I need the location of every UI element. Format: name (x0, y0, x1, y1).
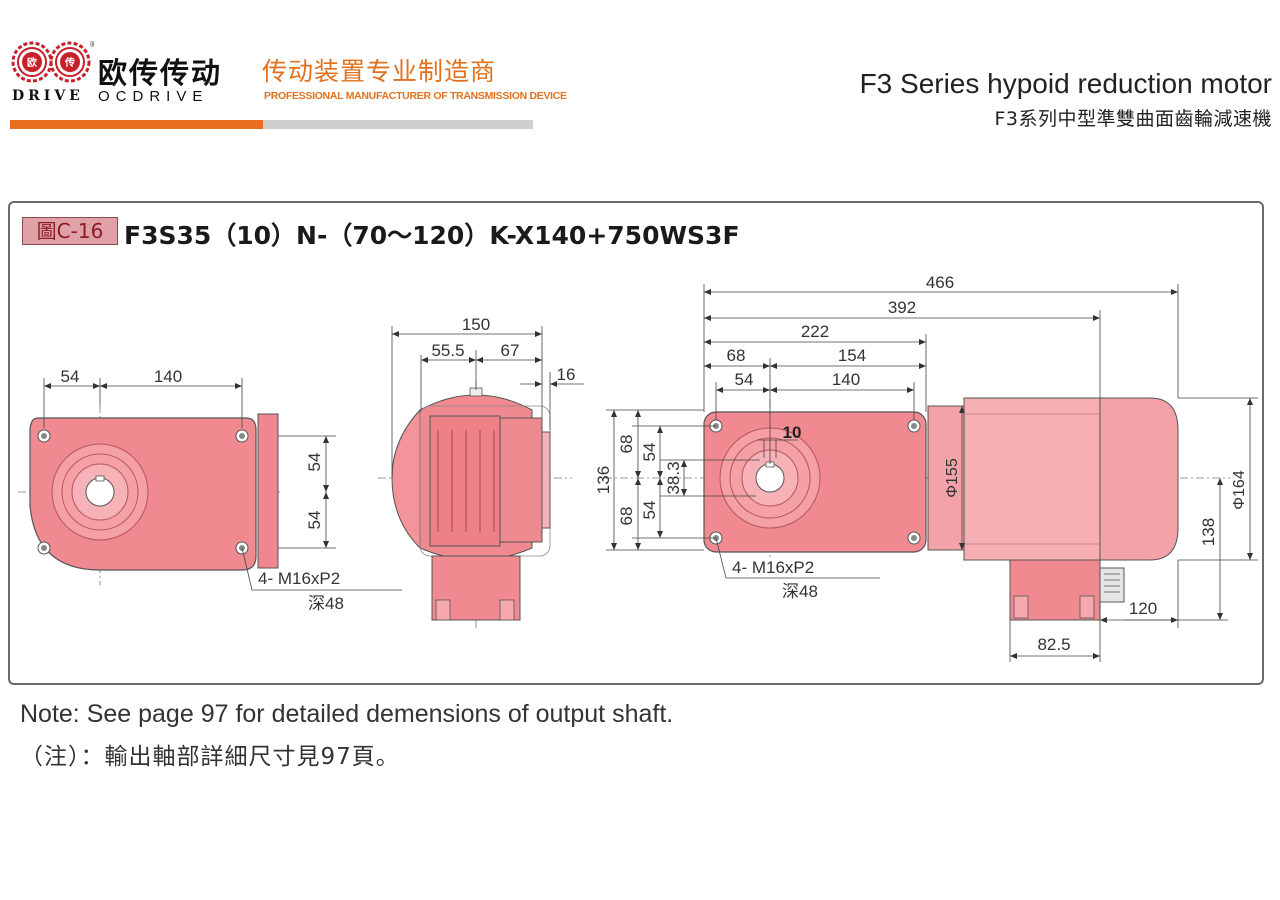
dim-label: 54 (640, 443, 659, 462)
dim-label: 136 (594, 466, 613, 494)
brand-name: 欧传传动 (98, 56, 223, 90)
logo-char-right: 传 (64, 56, 75, 69)
logo-char-left: 欧 (27, 56, 37, 69)
dim-label: 140 (154, 367, 182, 386)
model-code: F3S35（10）N-（70～120）K-X140+750WS3F (124, 221, 740, 250)
dim-label: 154 (838, 346, 866, 365)
drawing-frame (8, 201, 1264, 685)
dim-label: 120 (1129, 599, 1157, 618)
dim-label: 82.5 (1037, 635, 1070, 654)
hole-depth-note: 深48 (782, 582, 818, 601)
dim-label: 38.3 (664, 461, 683, 494)
dim-label: 68 (617, 435, 636, 454)
dim-label: 67 (501, 341, 520, 360)
dim-label: Φ155 (944, 458, 961, 498)
slogan-en: PROFESSIONAL MANUFACTURER OF TRANSMISSIO… (264, 90, 567, 102)
dim-label: 138 (1199, 518, 1218, 546)
mounting-hole (907, 531, 921, 545)
mounting-hole (37, 541, 51, 555)
dim-label: 392 (888, 298, 916, 317)
header-accent-bar (10, 120, 263, 129)
top-view: 466 392 222 68 154 54 140 10 136 68 54 3… (594, 273, 1258, 662)
dim-label: 16 (557, 365, 576, 384)
hole-note: 4- M16xP2 (732, 558, 814, 577)
dim-label: 54 (640, 501, 659, 520)
hole-note: 4- M16xP2 (258, 569, 340, 588)
dim-label: 150 (462, 315, 490, 334)
series-title-en: F3 Series hypoid reduction motor (859, 68, 1272, 99)
header-grey-bar (263, 120, 533, 129)
dim-label: 68 (617, 507, 636, 526)
brand-latin-left: DRIVE (12, 88, 84, 104)
gear-icon: 欧 (11, 41, 53, 83)
dim-label: 54 (305, 453, 324, 472)
registered-mark: ® (90, 40, 94, 49)
dim-label: 140 (832, 370, 860, 389)
series-title-cn: F3系列中型準雙曲面齒輪減速機 (994, 108, 1272, 130)
dim-label: 222 (801, 322, 829, 341)
dim-label: 54 (305, 511, 324, 530)
dim-label: 54 (61, 367, 80, 386)
mounting-hole (37, 429, 51, 443)
note-en: Note: See page 97 for detailed demension… (20, 700, 674, 728)
dim-label: 68 (727, 346, 746, 365)
dim-label: 54 (735, 370, 754, 389)
dim-label: 10 (783, 423, 802, 442)
figure-tag: 圖C-16 (22, 217, 118, 245)
dim-label: Φ164 (1231, 470, 1248, 510)
front-view: 54 140 54 54 4- M16xP2 深48 (18, 367, 402, 613)
brand-latin-right: OCDRIVE (98, 88, 209, 105)
note-cn: （注）：輸出軸部詳細尺寸見97頁。 (20, 744, 400, 770)
gear-icon: 传 (49, 41, 91, 83)
side-view: 150 55.5 67 16 (378, 315, 584, 630)
mounting-hole (235, 429, 249, 443)
dim-label: 466 (926, 273, 954, 292)
mounting-hole (907, 419, 921, 433)
hole-depth-note: 深48 (308, 594, 344, 613)
dim-label: 55.5 (431, 341, 464, 360)
slogan-cn: 传动装置专业制造商 (262, 57, 497, 86)
company-logo: 欧 传 ® (11, 40, 94, 83)
